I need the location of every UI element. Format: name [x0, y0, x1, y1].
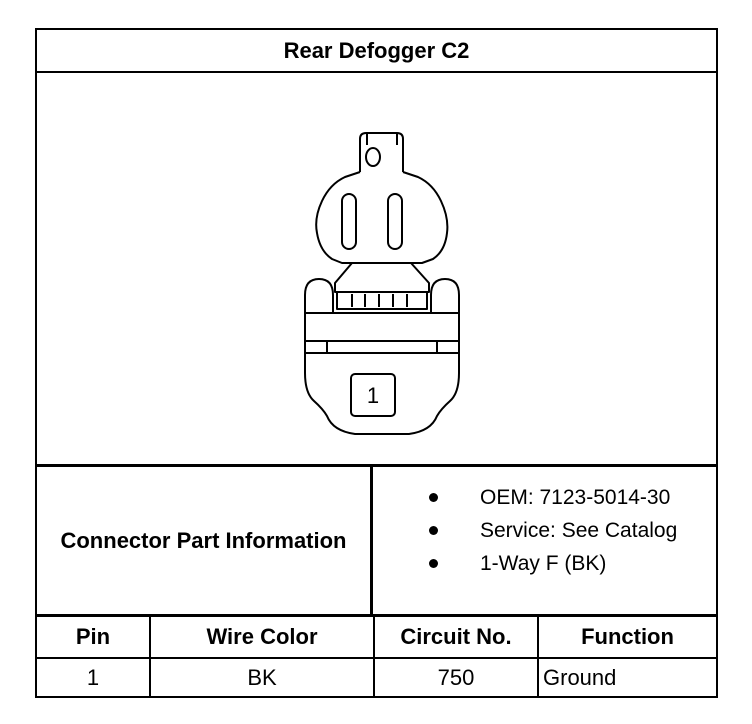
cell-wire-color: BK — [149, 657, 375, 696]
table-row: 1 BK 750 Ground — [37, 657, 716, 696]
info-item-service: Service: See Catalog — [373, 514, 716, 547]
info-list: OEM: 7123-5014-30 Service: See Catalog 1… — [373, 467, 716, 628]
cavity-1 — [350, 373, 396, 417]
connector-right-ear — [430, 278, 460, 373]
cell-function: Ground — [537, 657, 716, 696]
header-pin: Pin — [37, 617, 151, 659]
bullet-icon — [429, 559, 438, 568]
connector-upper-body — [315, 171, 449, 264]
pinout-table: Pin Wire Color Circuit No. Function 1 BK… — [37, 617, 716, 696]
connector-left-ear — [304, 278, 334, 373]
header-wire-color: Wire Color — [149, 617, 375, 659]
terminal-slot-left — [341, 193, 357, 250]
connector-neck — [334, 262, 430, 293]
latch-tab — [359, 132, 404, 172]
latch-hole — [365, 147, 381, 167]
cavity-label: 1 — [367, 383, 379, 408]
terminal-slot-right — [387, 193, 403, 250]
info-item-type: 1-Way F (BK) — [373, 547, 716, 580]
sheet-title: Rear Defogger C2 — [37, 30, 716, 73]
connector-drawing: 1 — [37, 73, 716, 467]
bullet-icon — [429, 526, 438, 535]
connector-lower-housing — [304, 372, 460, 435]
cell-pin: 1 — [37, 657, 151, 696]
info-label: Connector Part Information — [37, 467, 373, 614]
header-circuit: Circuit No. — [373, 617, 539, 659]
table-header-row: Pin Wire Color Circuit No. Function — [37, 617, 716, 659]
header-function: Function — [537, 617, 716, 659]
info-item-oem: OEM: 7123-5014-30 — [373, 481, 716, 514]
bullet-icon — [429, 493, 438, 502]
connector-illustration: 1 — [304, 132, 460, 435]
connector-sheet: Rear Defogger C2 — [35, 28, 718, 698]
connector-part-info: Connector Part Information OEM: 7123-501… — [37, 467, 716, 617]
cell-circuit: 750 — [373, 657, 539, 696]
